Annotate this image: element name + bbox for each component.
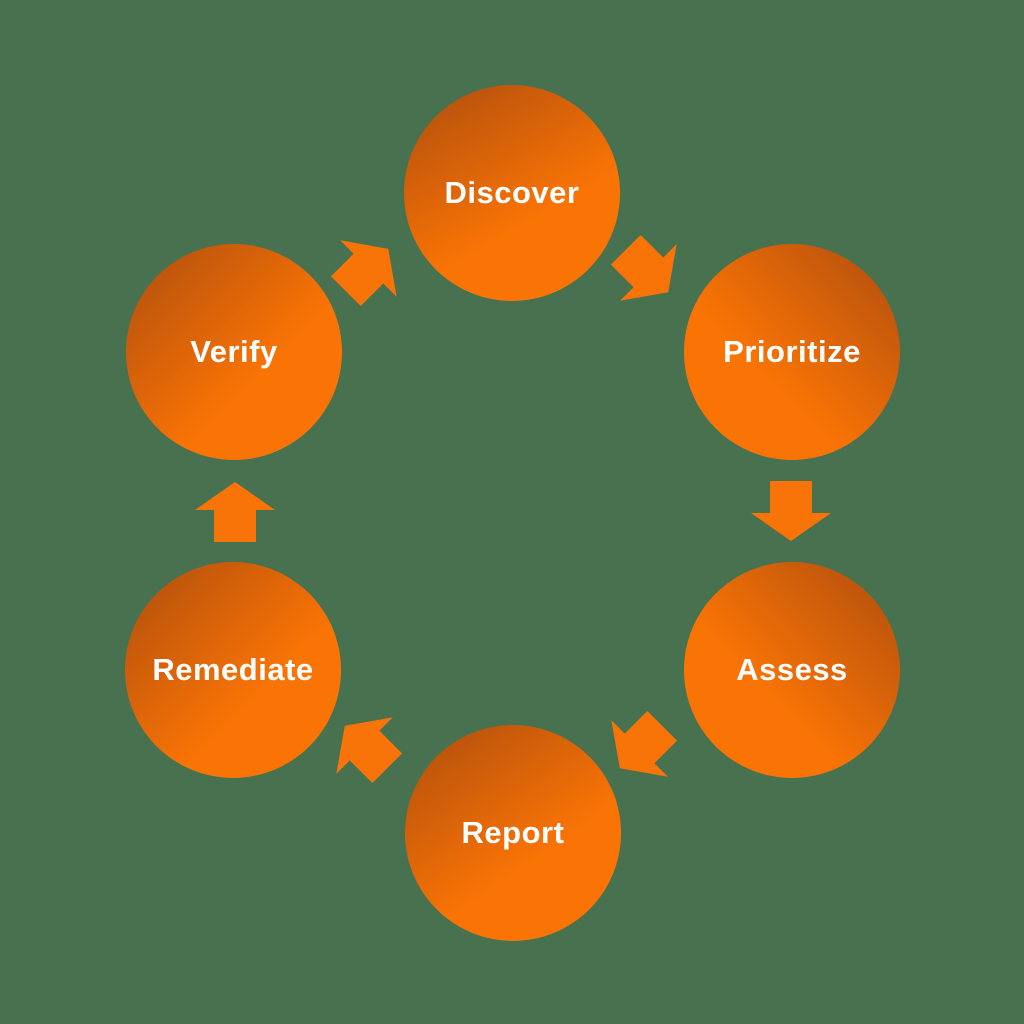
node-assess-label: Assess [736, 652, 848, 687]
arrow-verify-to-discover-icon [318, 221, 417, 320]
node-verify-label: Verify [190, 334, 278, 369]
node-report-label: Report [461, 815, 565, 850]
node-assess: Assess [684, 562, 900, 778]
arrow-remediate-to-verify-icon [195, 482, 275, 542]
node-prioritize: Prioritize [684, 244, 900, 460]
node-prioritize-label: Prioritize [723, 334, 861, 369]
arrow-report-to-remediate-icon [317, 698, 416, 797]
node-remediate-label: Remediate [152, 652, 314, 687]
arrow-assess-to-report-icon [592, 698, 691, 797]
arrow-prioritize-to-assess-icon [751, 481, 831, 541]
node-discover-label: Discover [444, 175, 580, 210]
node-discover: Discover [404, 85, 620, 301]
arrow-discover-to-prioritize-icon [598, 222, 697, 321]
node-remediate: Remediate [125, 562, 341, 778]
node-report: Report [405, 725, 621, 941]
node-verify: Verify [126, 244, 342, 460]
